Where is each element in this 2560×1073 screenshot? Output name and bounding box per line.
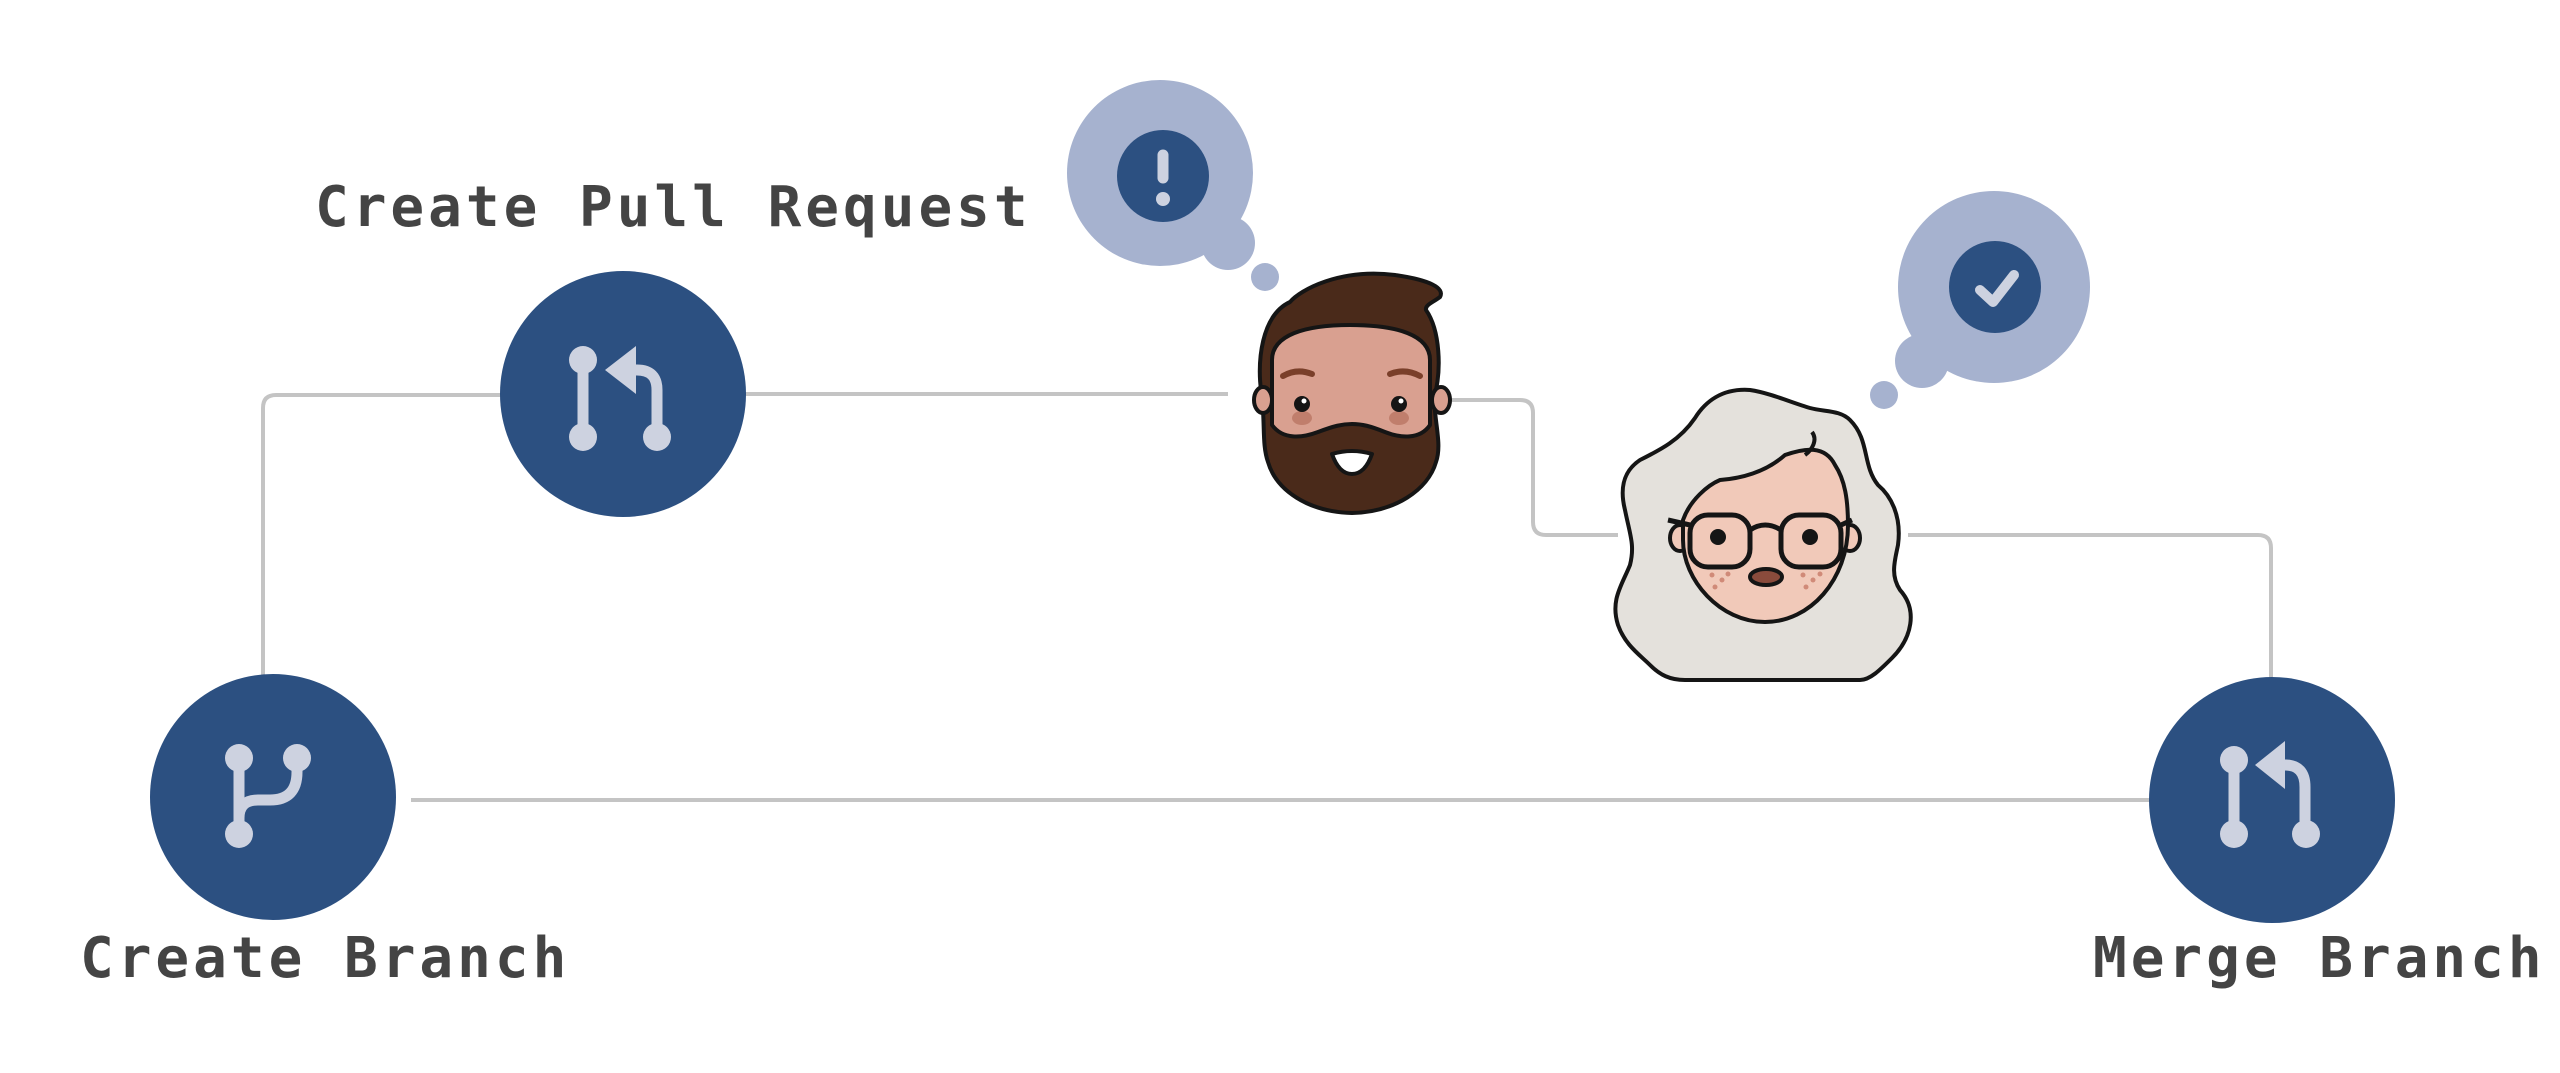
git-merge-icon — [2220, 741, 2320, 848]
create-branch-node — [150, 674, 396, 920]
git-pull-request-icon — [569, 346, 671, 451]
connector-lines — [261, 392, 2273, 802]
thought-bubble-alert — [1067, 80, 1279, 291]
merge-branch-label: Merge Branch — [2093, 926, 2546, 991]
merge-branch-node — [2149, 677, 2395, 923]
bearded-reviewer-avatar — [1252, 271, 1452, 515]
glasses-reviewer-avatar — [1613, 387, 1913, 682]
connector-reviewer-1-to-reviewer-2 — [1448, 398, 1618, 537]
thought-bubble-approved — [1870, 191, 2090, 409]
checkmark-icon — [1975, 270, 2019, 307]
create-pull-request-node — [500, 271, 746, 517]
connector-reviewer-2-to-merge — [1908, 533, 2273, 680]
connector-branch-to-pr — [261, 393, 505, 680]
git-branch-icon — [225, 744, 311, 848]
exclamation-icon — [1156, 149, 1170, 206]
create-branch-label: Create Branch — [80, 926, 570, 991]
create-pull-request-label: Create Pull Request — [315, 175, 1032, 240]
